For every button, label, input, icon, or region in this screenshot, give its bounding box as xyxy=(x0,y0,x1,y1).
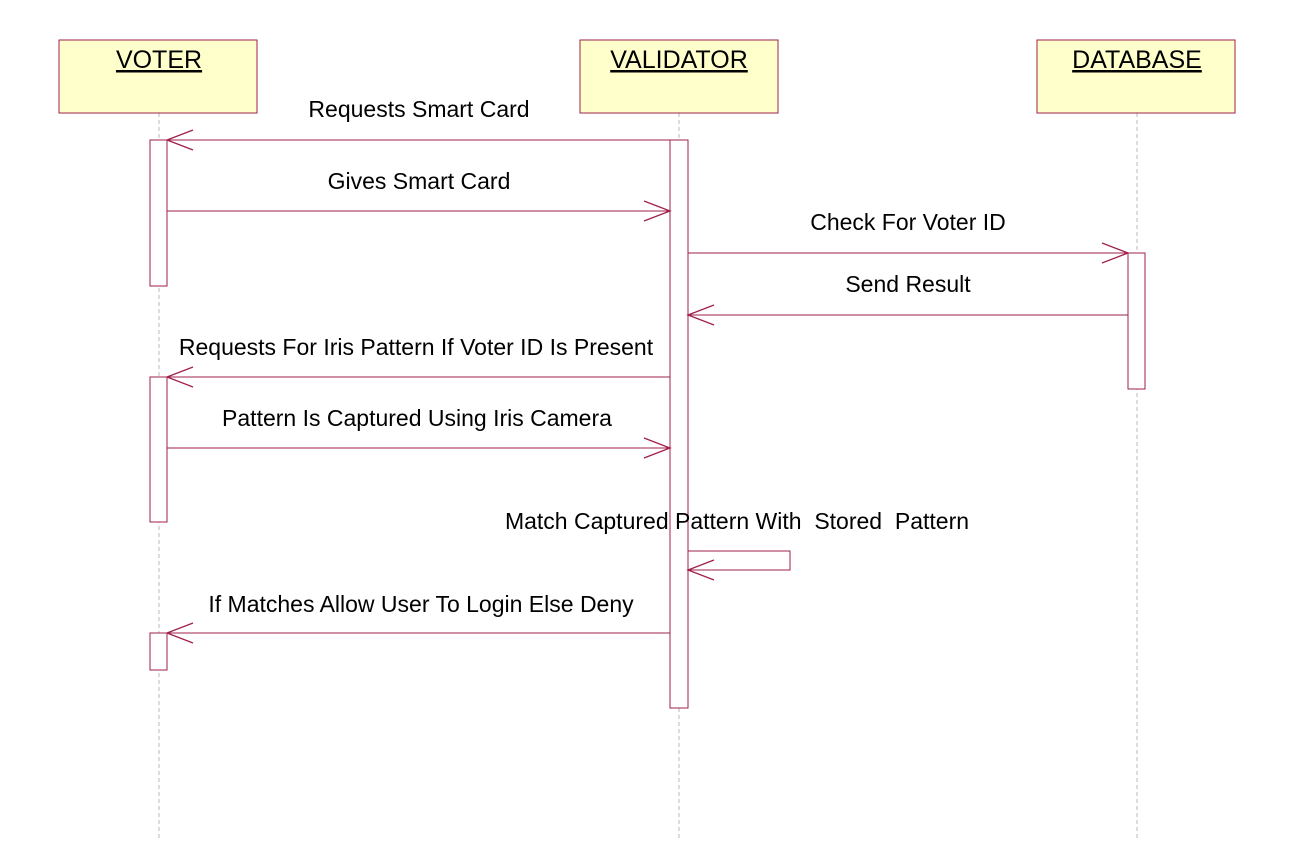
voter-activation-2 xyxy=(149,376,168,523)
message-gives-smart-card: Gives Smart Card xyxy=(167,168,672,222)
message-pattern-captured: Pattern Is Captured Using Iris Camera xyxy=(167,405,672,459)
arrowhead-left-icon xyxy=(686,559,715,581)
message-label: Requests Smart Card xyxy=(308,96,529,122)
actor-database: DATABASE xyxy=(1036,39,1236,114)
message-requests-smart-card: Requests Smart Card xyxy=(165,96,670,151)
actor-validator-label: VALIDATOR xyxy=(610,46,748,74)
arrowhead-left-icon xyxy=(165,366,194,388)
message-allow-or-deny: If Matches Allow User To Login Else Deny xyxy=(165,591,670,644)
database-activation xyxy=(1127,252,1146,390)
actor-database-box xyxy=(1036,39,1236,114)
message-label: Match Captured Pattern With Stored Patte… xyxy=(505,508,969,534)
validator-activation xyxy=(669,139,689,709)
actor-validator: VALIDATOR xyxy=(579,39,779,114)
voter-activation-1 xyxy=(149,139,168,287)
self-message-line xyxy=(688,550,791,571)
arrowhead-left-icon xyxy=(165,129,194,151)
actor-voter-box xyxy=(58,39,258,114)
actor-voter: VOTER xyxy=(58,39,258,114)
arrowhead-right-icon xyxy=(643,200,672,222)
message-check-for-voter-id: Check For Voter ID xyxy=(688,209,1130,264)
arrowhead-right-icon xyxy=(1101,242,1130,264)
message-send-result: Send Result xyxy=(686,271,1128,326)
arrowhead-right-icon xyxy=(643,437,672,459)
message-label: Requests For Iris Pattern If Voter ID Is… xyxy=(179,334,654,360)
message-label: Check For Voter ID xyxy=(810,209,1006,235)
actor-voter-label: VOTER xyxy=(116,46,202,74)
message-label: Send Result xyxy=(845,271,971,297)
arrowhead-left-icon xyxy=(165,622,194,644)
actor-database-label: DATABASE xyxy=(1072,46,1202,74)
actor-validator-box xyxy=(579,39,779,114)
arrowhead-left-icon xyxy=(686,304,715,326)
voter-activation-3 xyxy=(149,632,168,671)
message-match-pattern-self: Match Captured Pattern With Stored Patte… xyxy=(505,508,969,581)
message-label: Pattern Is Captured Using Iris Camera xyxy=(222,405,612,431)
message-label: If Matches Allow User To Login Else Deny xyxy=(208,591,634,617)
message-requests-iris-pattern: Requests For Iris Pattern If Voter ID Is… xyxy=(165,334,670,388)
message-label: Gives Smart Card xyxy=(328,168,511,194)
